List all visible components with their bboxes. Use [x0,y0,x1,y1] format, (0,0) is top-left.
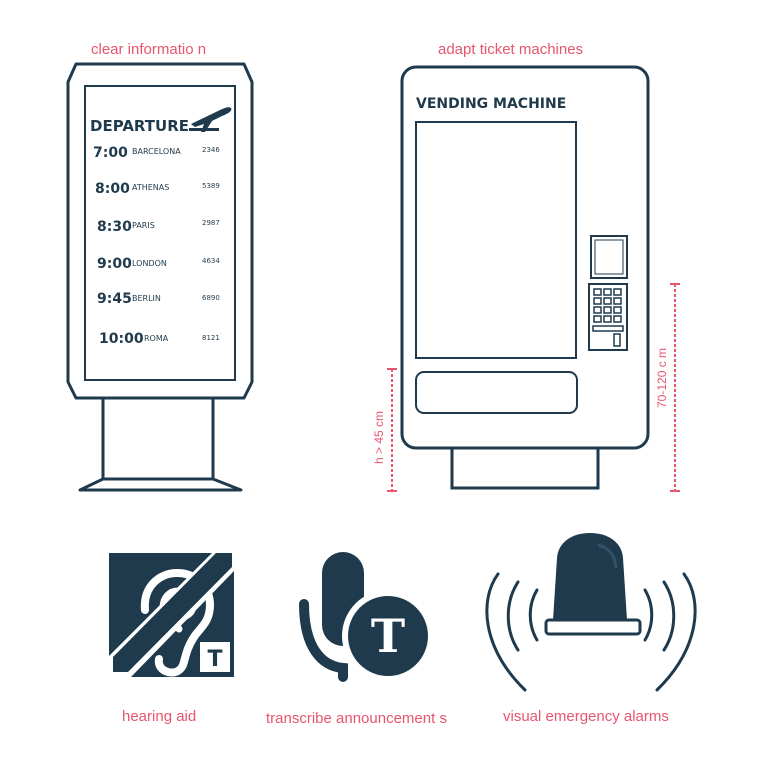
beacon-base [544,618,642,636]
card-slot [592,325,624,332]
departure-row: 9:45 BERLIN 6890 [97,291,220,307]
board-base [78,477,243,492]
vending-machine: VENDING MACHINE [400,65,650,490]
emergency-alarm-icon [485,533,697,692]
departure-code: 4634 [202,257,220,265]
airplane-takeoff-icon [189,107,232,132]
departure-city: PARIS [132,221,155,230]
caption-ticket-machines: adapt ticket machines [438,41,584,58]
transcribe-badge: T [371,609,405,663]
dimension-line-high [670,283,680,492]
board-stand [101,395,215,481]
beacon-dome [553,533,627,620]
departure-board: DEPARTURE 7:00 BARCELONA 2346 8:00 ATHEN… [66,62,254,492]
departure-city: ATHENAS [132,183,169,192]
departure-code: 2346 [202,146,220,154]
board-screen [84,85,236,381]
departure-row: 9:00 LONDON 4634 [97,256,220,272]
hearing-badge: T [207,647,222,672]
caption-emergency-alarms: visual emergency alarms [503,708,669,725]
dimension-label-min: h > 45 cm [372,411,386,464]
departure-code: 2987 [202,219,220,227]
departure-code: 8121 [202,334,220,342]
ticket-tray [415,371,578,414]
departure-time: 10:00 [99,331,144,347]
departure-row: 8:30 PARIS 2987 [97,219,220,235]
machine-screen [415,121,577,359]
departure-row: 7:00 BARCELONA 2346 [93,145,220,161]
departure-row: 8:00 ATHENAS 5389 [95,181,220,197]
t-circle-icon [348,596,428,676]
departure-time: 8:00 [95,181,130,197]
machine-keypad [588,283,628,351]
departure-city: ROMA [144,334,169,343]
departure-time: 9:00 [97,256,132,272]
board-frame [66,62,254,400]
machine-body [400,65,650,450]
caption-transcribe: transcribe announcement s [266,710,447,727]
departure-city: LONDON [132,259,167,268]
caption-clear-information: clear informatio n [91,41,207,58]
departure-time: 8:30 [97,219,132,235]
departure-code: 5389 [202,182,220,190]
departure-time: 7:00 [93,145,128,161]
caption-hearing-aid: hearing aid [122,708,197,725]
machine-display [590,235,628,279]
departure-city: BERLIN [132,294,161,303]
departure-code: 6890 [202,294,220,302]
dimension-label-range: 70-120 c m [655,348,669,408]
transcribe-icon: T [299,552,434,682]
departure-row: 10:00 ROMA 8121 [99,331,220,347]
dimension-line-low [387,368,397,492]
departure-title: DEPARTURE [90,117,189,135]
hearing-aid-icon: T [109,553,234,677]
departure-time: 9:45 [97,291,132,307]
machine-title: VENDING MACHINE [416,96,566,112]
departure-city: BARCELONA [132,147,181,156]
machine-stand [450,446,600,490]
